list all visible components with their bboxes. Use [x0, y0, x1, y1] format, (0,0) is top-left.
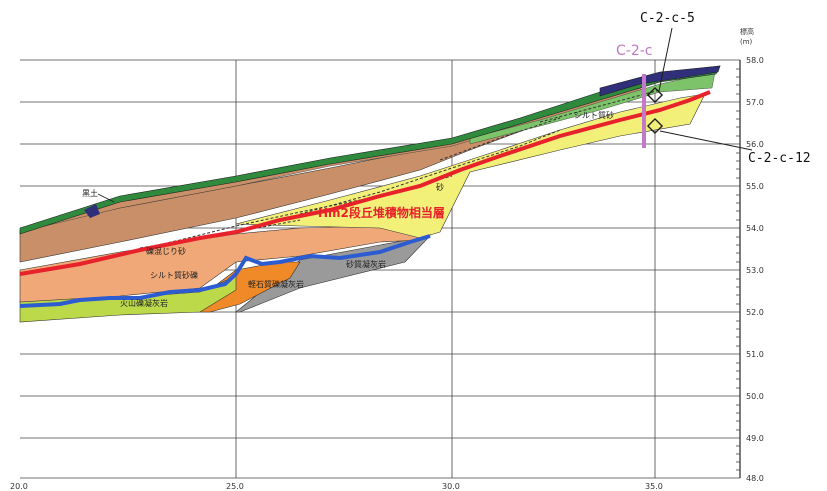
y-tick: 56.0 [746, 140, 764, 149]
layer-topsoil [599, 65, 721, 97]
borehole-label: C-2-c [616, 43, 652, 59]
y-axis-title: 標高 [740, 27, 754, 36]
callout-lower-label: C-2-c-12 [748, 151, 811, 166]
x-tick: 35.0 [645, 482, 663, 491]
y-tick: 51.0 [746, 350, 764, 359]
y-tick: 58.0 [746, 56, 764, 65]
y-axis-unit: (m) [740, 38, 753, 46]
label-gravelly-sand: 礫混じり砂 [146, 246, 186, 256]
y-tick: 50.0 [746, 392, 764, 401]
blue-boundary-line [19, 234, 431, 308]
sample-marker-upper [646, 86, 664, 104]
label-lapilli-tuff: 軽石質礫凝灰岩 [248, 279, 304, 289]
y-tick: 53.0 [746, 266, 764, 275]
x-axis-ticks: 20.0 25.0 30.0 35.0 [10, 482, 663, 491]
y-axis-ticks: 58.0 57.0 56.0 55.0 54.0 53.0 52.0 51.0 … [746, 56, 764, 483]
label-volcanic-breccia-tuff: 火山礫凝灰岩 [120, 298, 168, 308]
x-tick: 30.0 [442, 482, 460, 491]
hm2-label: Hm2段丘堆積物相当層 [318, 205, 445, 220]
y-tick: 54.0 [746, 224, 764, 233]
layer-silty-sandy-gravel [19, 225, 431, 303]
y-axis-minor-ticks [736, 68, 740, 471]
y-tick: 57.0 [746, 98, 764, 107]
sample-marker-lower [646, 117, 664, 135]
y-tick: 55.0 [746, 182, 764, 191]
sample-markers [646, 86, 664, 135]
y-tick: 52.0 [746, 308, 764, 317]
hm2-boundary-line [19, 90, 711, 276]
y-tick: 49.0 [746, 434, 764, 443]
geologic-layers [19, 65, 721, 323]
layer-topsoil-left [84, 204, 100, 218]
y-tick: 48.0 [746, 474, 764, 483]
topsoil-leader [97, 193, 115, 203]
x-tick: 20.0 [10, 482, 28, 491]
callout-upper-label: C-2-c-5 [640, 11, 695, 26]
x-tick: 25.0 [226, 482, 244, 491]
label-silty-sand-top: シルト質砂 [574, 110, 614, 120]
label-topsoil: 黒土 [82, 188, 98, 198]
label-sandy-tuff: 砂質凝灰岩 [346, 259, 386, 269]
label-sand: 砂 [436, 182, 444, 192]
label-silty-sandy-gravel: シルト質砂礫 [150, 270, 198, 280]
callout-leaders [658, 27, 753, 151]
